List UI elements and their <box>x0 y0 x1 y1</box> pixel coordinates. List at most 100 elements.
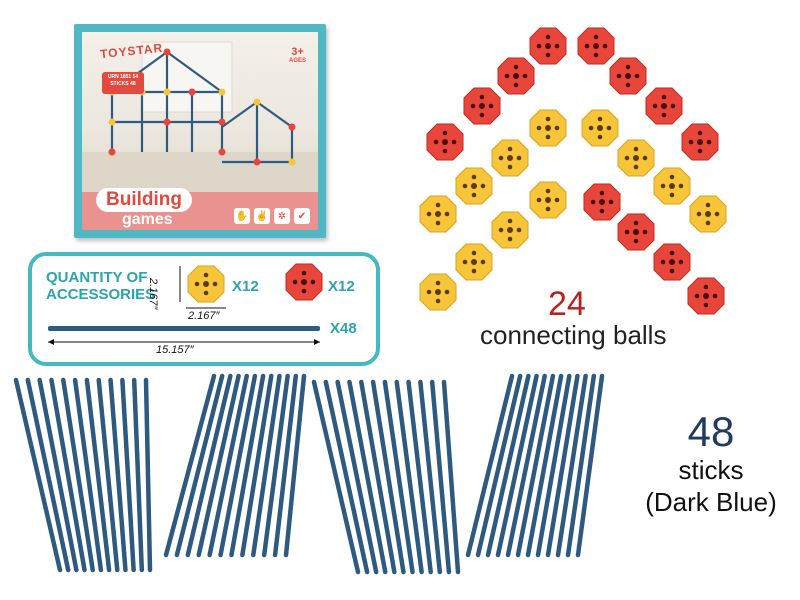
yellow-ball <box>529 181 567 219</box>
stick-icon <box>48 326 320 331</box>
yellow-ball <box>419 195 457 233</box>
stick <box>61 377 95 573</box>
stick <box>37 377 79 573</box>
stick <box>84 377 112 573</box>
stick-length-label: 15.157″ <box>156 344 194 356</box>
badge-line: URN 1851 54 <box>107 74 139 80</box>
yellow-ball <box>491 211 529 249</box>
box-badge: URN 1851 54 STICKS 48 <box>102 72 144 94</box>
yellow-ball-quantity: X12 <box>232 278 259 295</box>
sticks-caption: 48 sticks (Dark Blue) <box>636 410 786 518</box>
yellow-ball <box>455 167 493 205</box>
age-badge: 3+ AGES <box>289 46 306 64</box>
stick <box>545 373 580 558</box>
red-ball <box>577 27 615 65</box>
yellow-ball <box>529 109 567 147</box>
stick <box>196 373 241 558</box>
red-ball <box>653 243 691 281</box>
red-ball <box>426 123 464 161</box>
red-ball <box>609 57 647 95</box>
red-ball <box>463 87 501 125</box>
age-value: 3+ <box>291 46 304 58</box>
stick <box>185 373 233 558</box>
yellow-ball <box>419 273 457 311</box>
stick <box>347 379 388 575</box>
yellow-ball <box>689 195 727 233</box>
stick <box>72 377 104 573</box>
stick <box>218 373 258 558</box>
red-ball <box>687 277 725 315</box>
hand-icon: ✋ <box>234 208 250 224</box>
stick <box>406 379 433 575</box>
fort-illustration <box>82 41 318 192</box>
badge-line: STICKS 48 <box>110 81 136 87</box>
yellow-ball <box>581 109 619 147</box>
stick <box>240 373 274 558</box>
stick <box>229 373 266 558</box>
hand-icon: ✌ <box>254 208 270 224</box>
red-ball <box>529 27 567 65</box>
stick <box>261 373 290 558</box>
stick <box>495 373 539 558</box>
stick <box>174 373 225 558</box>
stick <box>359 379 397 575</box>
stick <box>323 379 370 575</box>
stick <box>131 377 145 573</box>
stick <box>565 373 597 558</box>
accessories-drawing <box>48 263 323 345</box>
check-icon: ✔ <box>294 208 310 224</box>
box-subtitle: games <box>122 211 173 228</box>
balls-count: 24 <box>548 286 586 322</box>
gear-icon: ✲ <box>274 208 290 224</box>
box-title: Building <box>96 188 192 212</box>
stick <box>251 373 282 558</box>
accessories-panel: QUANTITY OF ACCESSORIES X12 X <box>28 252 380 366</box>
stick <box>283 373 307 558</box>
accessories-title: QUANTITY OF ACCESSORIES <box>46 269 156 303</box>
stick <box>429 379 452 575</box>
sticks-count-value: 48 <box>687 408 735 455</box>
red-ball-quantity: X12 <box>328 278 355 295</box>
stick <box>143 377 153 573</box>
box-feature-icons: ✋ ✌ ✲ ✔ <box>234 208 310 224</box>
stick <box>49 377 87 573</box>
stick <box>163 373 217 558</box>
stick <box>370 379 406 575</box>
stick <box>465 373 515 558</box>
sticks-color-label: (Dark Blue) <box>645 487 777 517</box>
red-ball <box>681 123 719 161</box>
yellow-ball <box>617 139 655 177</box>
box-photo: TOYSTAR URN 1851 54 STICKS 48 3+ AGES <box>82 32 318 192</box>
stick <box>418 379 443 575</box>
stick <box>485 373 531 558</box>
stick <box>475 373 523 558</box>
stick <box>535 373 572 558</box>
balls-label: connecting balls <box>480 320 666 350</box>
ball-width-label: 2.167″ <box>188 310 220 322</box>
stick <box>272 373 299 558</box>
stick <box>555 373 588 558</box>
balls-label-text: connecting balls <box>480 320 667 350</box>
stick <box>120 377 136 573</box>
stick <box>525 373 564 558</box>
age-label: AGES <box>288 58 306 64</box>
stick <box>108 377 128 573</box>
balls-count-value: 24 <box>548 285 586 323</box>
yellow-ball-icon <box>187 265 225 303</box>
sticks-label-text: sticks <box>678 455 744 485</box>
stick <box>96 377 120 573</box>
stick <box>505 373 547 558</box>
stick <box>575 373 605 558</box>
stick <box>25 377 71 573</box>
stick <box>441 379 461 575</box>
yellow-ball <box>653 167 691 205</box>
red-ball <box>497 57 535 95</box>
stick-quantity: X48 <box>330 320 357 337</box>
red-ball <box>583 183 621 221</box>
stick <box>515 373 556 558</box>
red-ball <box>617 213 655 251</box>
product-box: TOYSTAR URN 1851 54 STICKS 48 3+ AGES Bu… <box>74 24 326 238</box>
red-ball <box>645 87 683 125</box>
